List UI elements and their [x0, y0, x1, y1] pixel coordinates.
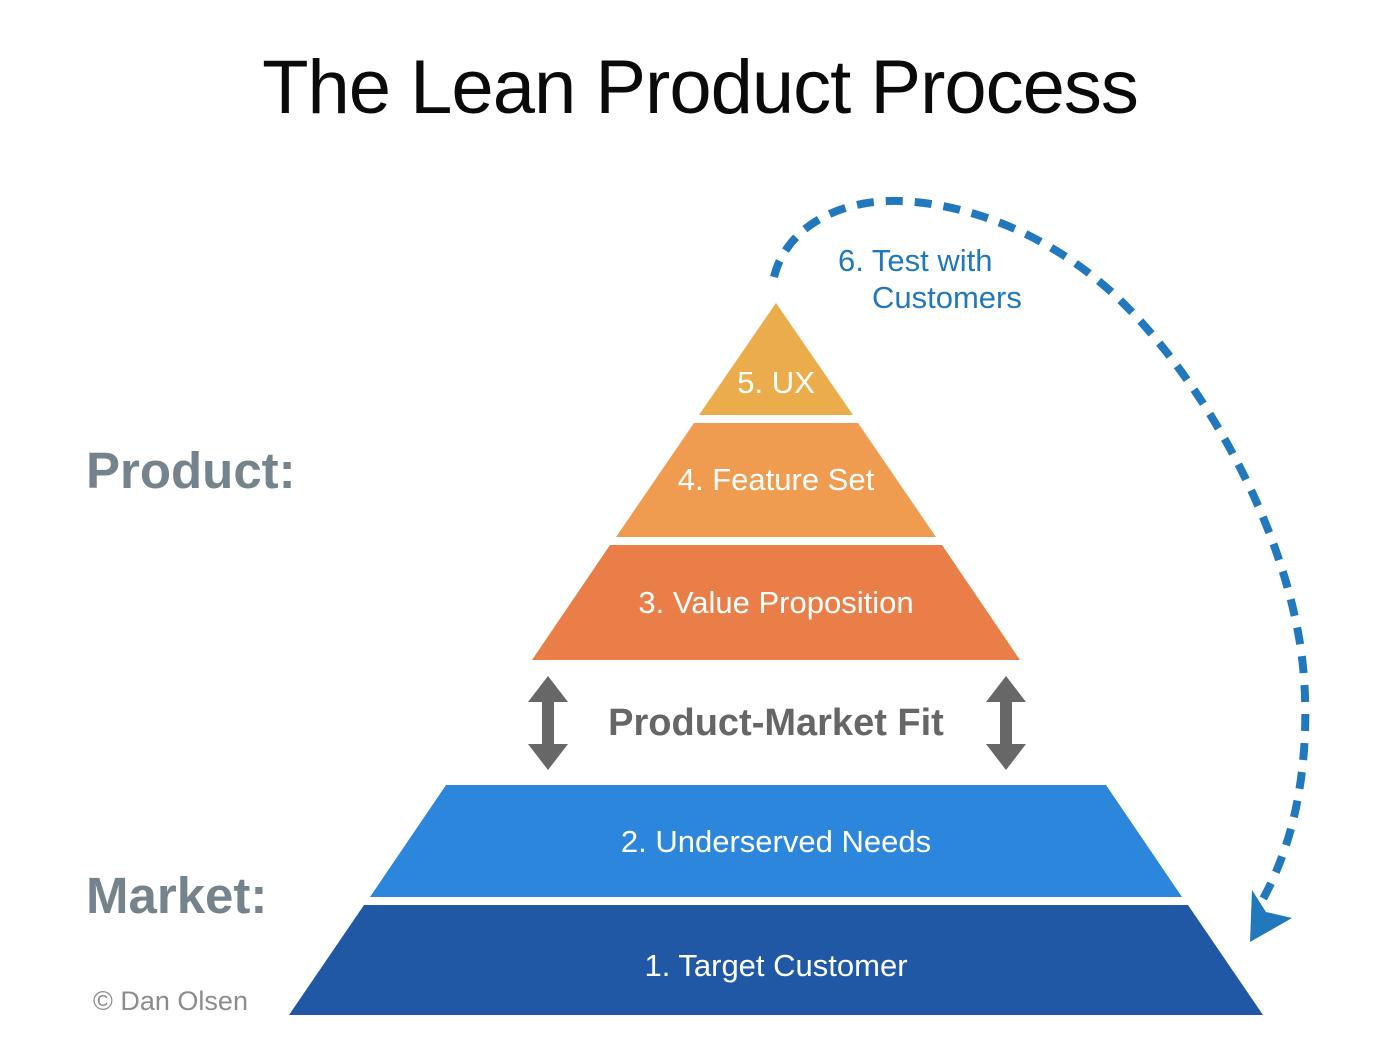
test-with-customers-arrow — [770, 196, 1310, 907]
layer-1-target-customer — [289, 905, 1263, 1015]
page-title: The Lean Product Process — [262, 45, 1139, 130]
layer-5-ux — [699, 303, 853, 415]
product-section-label: Product: — [86, 442, 296, 499]
product-market-fit-label: Product-Market Fit — [608, 702, 944, 744]
pmf-double-arrow-left-icon — [528, 676, 568, 770]
layer-3-label: 3. Value Proposition — [638, 585, 913, 620]
test-with-customers-label: 6. Test with Customers — [838, 242, 1022, 316]
layer-1-label: 1. Target Customer — [644, 948, 907, 983]
layer-3-value-proposition — [532, 545, 1020, 660]
layer-4-label: 4. Feature Set — [678, 462, 875, 497]
layer-2-underserved-needs — [370, 785, 1182, 897]
pmf-double-arrow-right-icon — [986, 676, 1026, 770]
layer-5-label: 5. UX — [737, 365, 815, 400]
test-with-customers-line1: 6. Test with — [838, 243, 993, 278]
copyright-text: © Dan Olsen — [93, 986, 248, 1016]
layer-2-label: 2. Underserved Needs — [621, 824, 931, 859]
market-section-label: Market: — [86, 867, 268, 924]
test-with-customers-arrowhead-icon — [1250, 890, 1292, 942]
test-with-customers-line2: Customers — [872, 280, 1022, 315]
layer-4-feature-set — [616, 423, 936, 537]
